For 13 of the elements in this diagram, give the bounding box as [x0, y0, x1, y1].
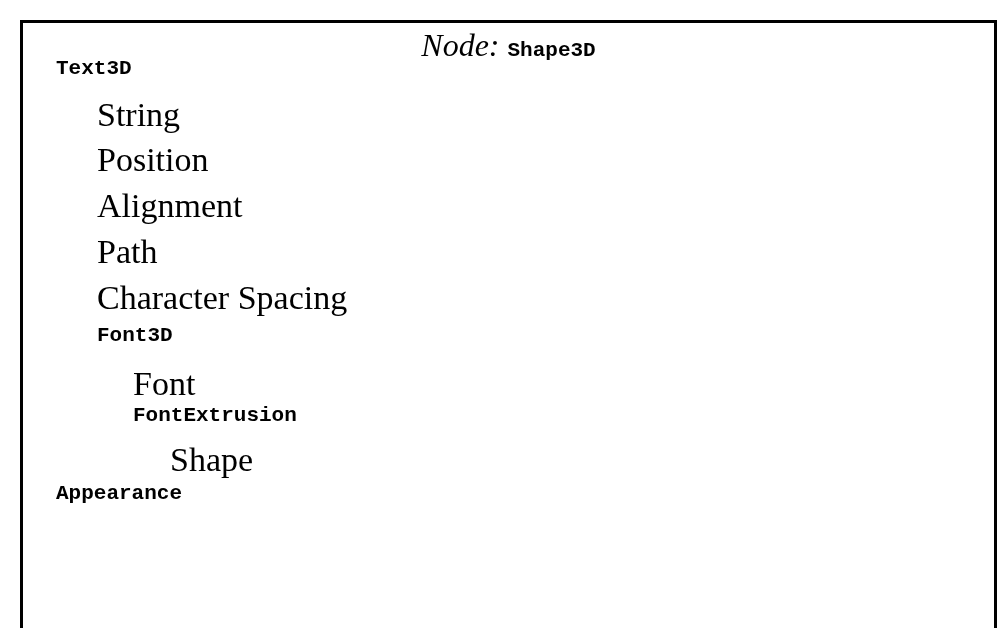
field-label: Font — [133, 367, 196, 401]
field-label: Character Spacing — [97, 281, 348, 315]
node-panel — [20, 20, 997, 628]
field-label: Alignment — [97, 189, 243, 223]
panel-heading: Node: Shape3D — [420, 27, 597, 64]
field-label: String — [97, 98, 181, 132]
field-label: Path — [97, 235, 158, 269]
field-label: Position — [97, 143, 209, 177]
node-type-label: Text3D — [56, 58, 132, 79]
node-type-label: Appearance — [56, 483, 183, 504]
node-type-label: Font3D — [97, 325, 173, 346]
field-label: Shape — [170, 443, 254, 477]
node-type-label: FontExtrusion — [133, 405, 297, 426]
